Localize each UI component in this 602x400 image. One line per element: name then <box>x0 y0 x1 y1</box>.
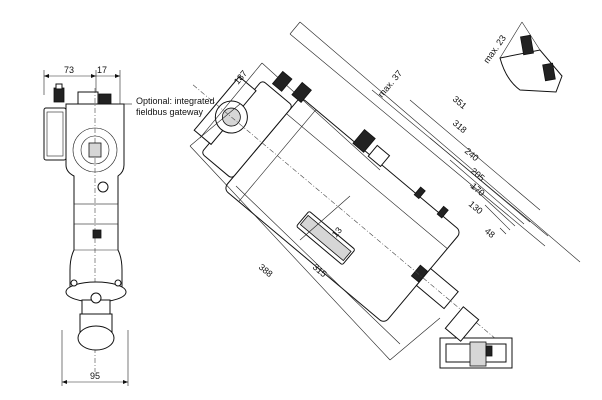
dim-48: 48 <box>483 226 497 240</box>
dim-318: 318 <box>451 118 469 135</box>
annotation-line-1: Optional: integrated <box>136 96 215 106</box>
front-view: 73 17 <box>43 65 129 386</box>
annotation-gateway: Optional: integrated fieldbus gateway <box>118 96 215 117</box>
dim-95: 95 <box>90 371 100 381</box>
dim-351: 351 <box>451 94 469 111</box>
valve-body <box>439 306 513 369</box>
dim-13: 13 <box>330 225 344 239</box>
detail-view: max. 23 <box>481 21 563 93</box>
dim-max37: max. 37 <box>376 68 404 99</box>
dim-240: 240 <box>463 146 481 163</box>
dim-205: 205 <box>469 166 487 183</box>
dim-388: 388 <box>257 262 275 279</box>
dim-130: 130 <box>467 199 485 216</box>
annotation-line-2: fieldbus gateway <box>136 107 204 117</box>
dim-73: 73 <box>64 65 74 75</box>
dim-17: 17 <box>97 65 107 75</box>
